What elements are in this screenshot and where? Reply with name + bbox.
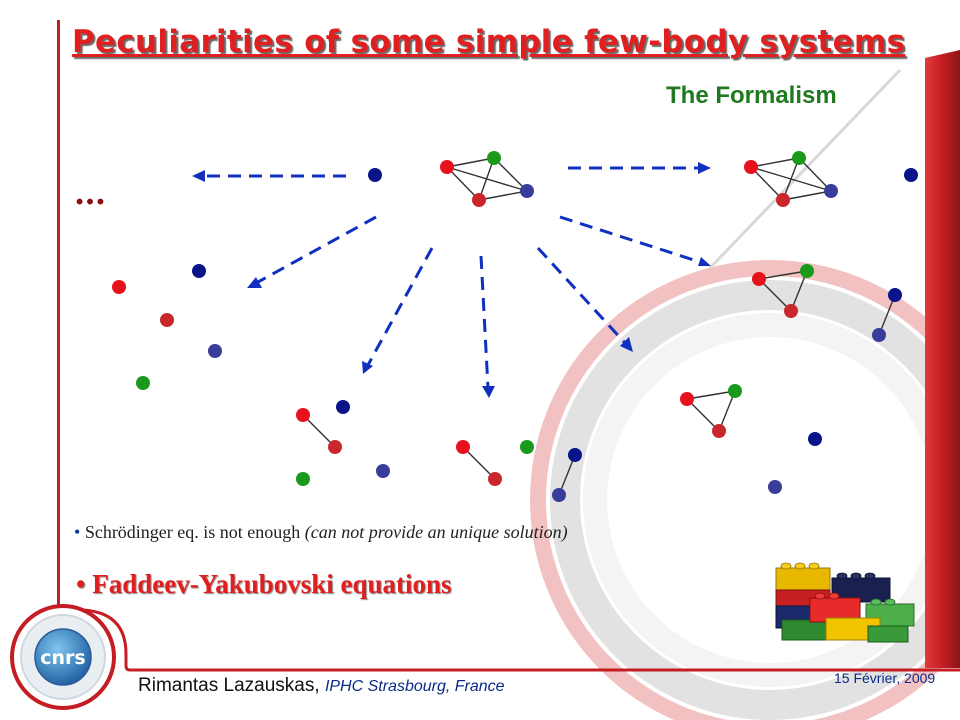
particle-navy	[368, 168, 382, 182]
bullet-dot: •	[76, 569, 86, 599]
particle-green	[728, 384, 742, 398]
bullet-dot: •	[74, 522, 81, 542]
particle-slate	[208, 344, 222, 358]
particle-darkred	[784, 304, 798, 318]
bullet-faddeev-text: Faddeev-Yakubovski equations	[92, 569, 452, 599]
particle-slate	[376, 464, 390, 478]
particle-navy	[336, 400, 350, 414]
bullet-schrodinger-text: Schrödinger eq. is not enough	[84, 522, 305, 542]
particle-slate	[872, 328, 886, 342]
particle-green	[136, 376, 150, 390]
particle-navy	[568, 448, 582, 462]
cnrs-logo: cnrs	[10, 604, 116, 710]
particle-green	[520, 440, 534, 454]
particle-darkred	[488, 472, 502, 486]
particle-green	[296, 472, 310, 486]
slide-subtitle: The Formalism	[666, 82, 837, 109]
dashed-arrows	[203, 166, 701, 389]
particle-darkred	[776, 193, 790, 207]
arrow-down-left	[257, 215, 377, 284]
particle-darkred	[472, 193, 486, 207]
slide-title: Peculiarities of some simple few-body sy…	[72, 24, 906, 60]
particle-slate	[552, 488, 566, 502]
right-frame-bar	[925, 50, 960, 668]
particle-slate	[824, 184, 838, 198]
bullet-schrodinger-italic: (can not provide an unique solution)	[304, 522, 568, 542]
particle-darkred	[160, 313, 174, 327]
particle-green	[487, 151, 501, 165]
arrow-down-mid-left	[366, 247, 434, 366]
left-frame-line	[57, 20, 60, 610]
ellipsis: …	[74, 174, 106, 212]
lego-bricks-image	[775, 562, 915, 643]
arrow-heads	[192, 162, 711, 398]
footer-author: Rimantas Lazauskas, IPHC Strasbourg, Fra…	[138, 675, 505, 697]
particle-navy	[808, 432, 822, 446]
arrow-down-right	[559, 215, 701, 264]
particle-darkred	[328, 440, 342, 454]
logo-text: cnrs	[40, 647, 85, 669]
particle-red	[112, 280, 126, 294]
particle-red	[752, 272, 766, 286]
author-name: Rimantas Lazauskas,	[138, 675, 320, 696]
particle-bonds	[302, 157, 896, 496]
footer-date: 15 Février, 2009	[834, 670, 936, 686]
bullet-schrodinger: • Schrödinger eq. is not enough (can not…	[74, 522, 568, 543]
particle-slate	[768, 480, 782, 494]
particle-green	[800, 264, 814, 278]
particle-darkred	[712, 424, 726, 438]
author-institution: IPHC Strasbourg, France	[324, 678, 505, 695]
particle-red	[680, 392, 694, 406]
particle-red	[744, 160, 758, 174]
particle-slate	[520, 184, 534, 198]
particle-red	[296, 408, 310, 422]
particle-green	[792, 151, 806, 165]
arrow-down-mid	[479, 255, 490, 389]
particle-red	[456, 440, 470, 454]
particle-navy	[888, 288, 902, 302]
particles	[112, 151, 918, 502]
bullet-faddeev: • Faddeev-Yakubovski equations	[76, 569, 452, 600]
arrow-down-mid-right	[536, 246, 627, 345]
particle-red	[440, 160, 454, 174]
particle-navy	[192, 264, 206, 278]
particle-navy	[904, 168, 918, 182]
